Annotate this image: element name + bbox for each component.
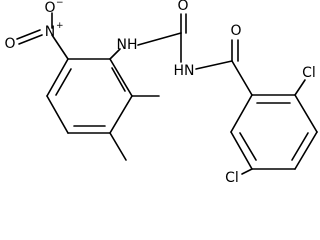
benzoyl-oxygen-label: O — [230, 23, 241, 39]
ring-bond-a2-a3 — [109, 95, 133, 134]
aryl-nh-bond — [109, 48, 121, 60]
urea-carbonyl-oxygen-label: O — [177, 0, 188, 14]
ring-bond-b5-b6 — [230, 131, 253, 170]
urea-nh-left-label: NH — [117, 37, 138, 53]
nitro-oxygen-top-label: O — [44, 0, 55, 16]
ring-double-bond-inner-3 — [55, 68, 72, 96]
chlorine-top-label: Cl — [302, 65, 316, 81]
chlorine-bond-bottom — [241, 168, 253, 175]
left-benzene-ring — [46, 58, 133, 134]
nitro-oxygen-left-label: O — [4, 36, 15, 52]
ring-bond-a4-a5 — [46, 95, 69, 134]
urea-nh-right-label: HN — [174, 63, 195, 79]
nitro-plus-charge: + — [56, 21, 64, 31]
chemical-structure-diagram: N + O − O NH O HN O Cl Cl — [4, 0, 318, 186]
carbonyl-ring-bond — [231, 60, 253, 96]
nitro-nitrogen-label: N — [45, 24, 55, 40]
chlorine-bond-top — [294, 79, 306, 96]
methyl-bond-lower — [109, 132, 127, 161]
ring-double-bond-inner-6 — [239, 132, 257, 161]
nitro-n-o-double-bond-1 — [18, 34, 43, 45]
ring-double-bond-inner-1 — [111, 67, 126, 92]
nh-carbonyl-bond — [137, 32, 182, 46]
nh-benzoyl-bond — [195, 60, 233, 70]
ring-double-bond-inner-5 — [291, 132, 309, 161]
ring-bond-a1-a2 — [109, 58, 133, 97]
ring-bond-b6-b1 — [230, 94, 253, 133]
chlorine-bottom-label: Cl — [225, 170, 239, 186]
nitro-minus-charge: − — [56, 0, 64, 8]
right-benzene-ring — [230, 94, 318, 170]
ring-bond-b2-b3 — [294, 94, 318, 133]
ring-bond-b3-b4 — [294, 131, 318, 170]
nitro-n-o-double-bond-2 — [16, 29, 41, 40]
nitro-c-n-bond — [51, 34, 69, 60]
ring-bond-a5-a6 — [46, 58, 69, 97]
